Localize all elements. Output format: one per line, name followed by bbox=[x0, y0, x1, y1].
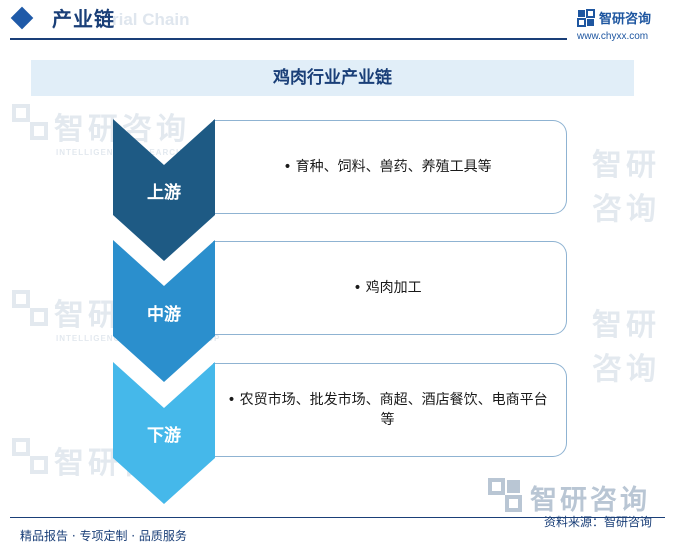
watermark-logo-icon bbox=[12, 438, 48, 474]
source-note: 资料来源：智研咨询 bbox=[544, 515, 653, 529]
stage-chevron-upstream bbox=[113, 119, 215, 264]
stage-label: 上游 bbox=[147, 183, 181, 203]
header-divider bbox=[10, 38, 567, 40]
brand-url[interactable]: www.chyxx.com bbox=[577, 31, 649, 42]
diagram-title: 鸡肉行业产业链 bbox=[31, 60, 634, 96]
footer-brand-logo-icon bbox=[488, 478, 522, 512]
stage-chevron-midstream bbox=[113, 240, 215, 385]
header-watermark: rial Chain bbox=[112, 10, 190, 29]
header-diamond-icon bbox=[10, 6, 34, 30]
stage-label: 下游 bbox=[147, 426, 181, 446]
watermark-name: 智研咨询 bbox=[592, 148, 660, 227]
stage-card-downstream: •农贸市场、批发市场、商超、酒店餐饮、电商平台等 bbox=[213, 363, 567, 457]
watermark: 智研咨询 bbox=[592, 300, 675, 388]
watermark-name: 智研咨询 bbox=[592, 308, 660, 387]
stage-content: •鸡肉加工 bbox=[353, 280, 422, 296]
stage-content: •育种、饲料、兽药、养殖工具等 bbox=[283, 159, 492, 175]
watermark-logo-icon bbox=[12, 290, 48, 326]
brand-logo-icon bbox=[577, 9, 595, 27]
page-title: 产业链 bbox=[52, 7, 115, 31]
footer-divider bbox=[10, 517, 665, 518]
brand-name: 智研咨询 bbox=[599, 12, 652, 27]
watermark: 智研咨询 bbox=[592, 140, 675, 228]
stage-card-midstream: •鸡肉加工 bbox=[213, 241, 567, 335]
watermark-logo-icon bbox=[12, 104, 48, 140]
stage-label: 中游 bbox=[147, 305, 181, 325]
stage-card-upstream: •育种、饲料、兽药、养殖工具等 bbox=[213, 120, 567, 214]
footer-brand-name: 智研咨询 bbox=[530, 485, 650, 516]
stage-content: •农贸市场、批发市场、商超、酒店餐饮、电商平台等 bbox=[227, 392, 548, 428]
stage-chevron-downstream bbox=[113, 362, 215, 507]
footer-tagline: 精品报告 · 专项定制 · 品质服务 bbox=[20, 529, 187, 543]
